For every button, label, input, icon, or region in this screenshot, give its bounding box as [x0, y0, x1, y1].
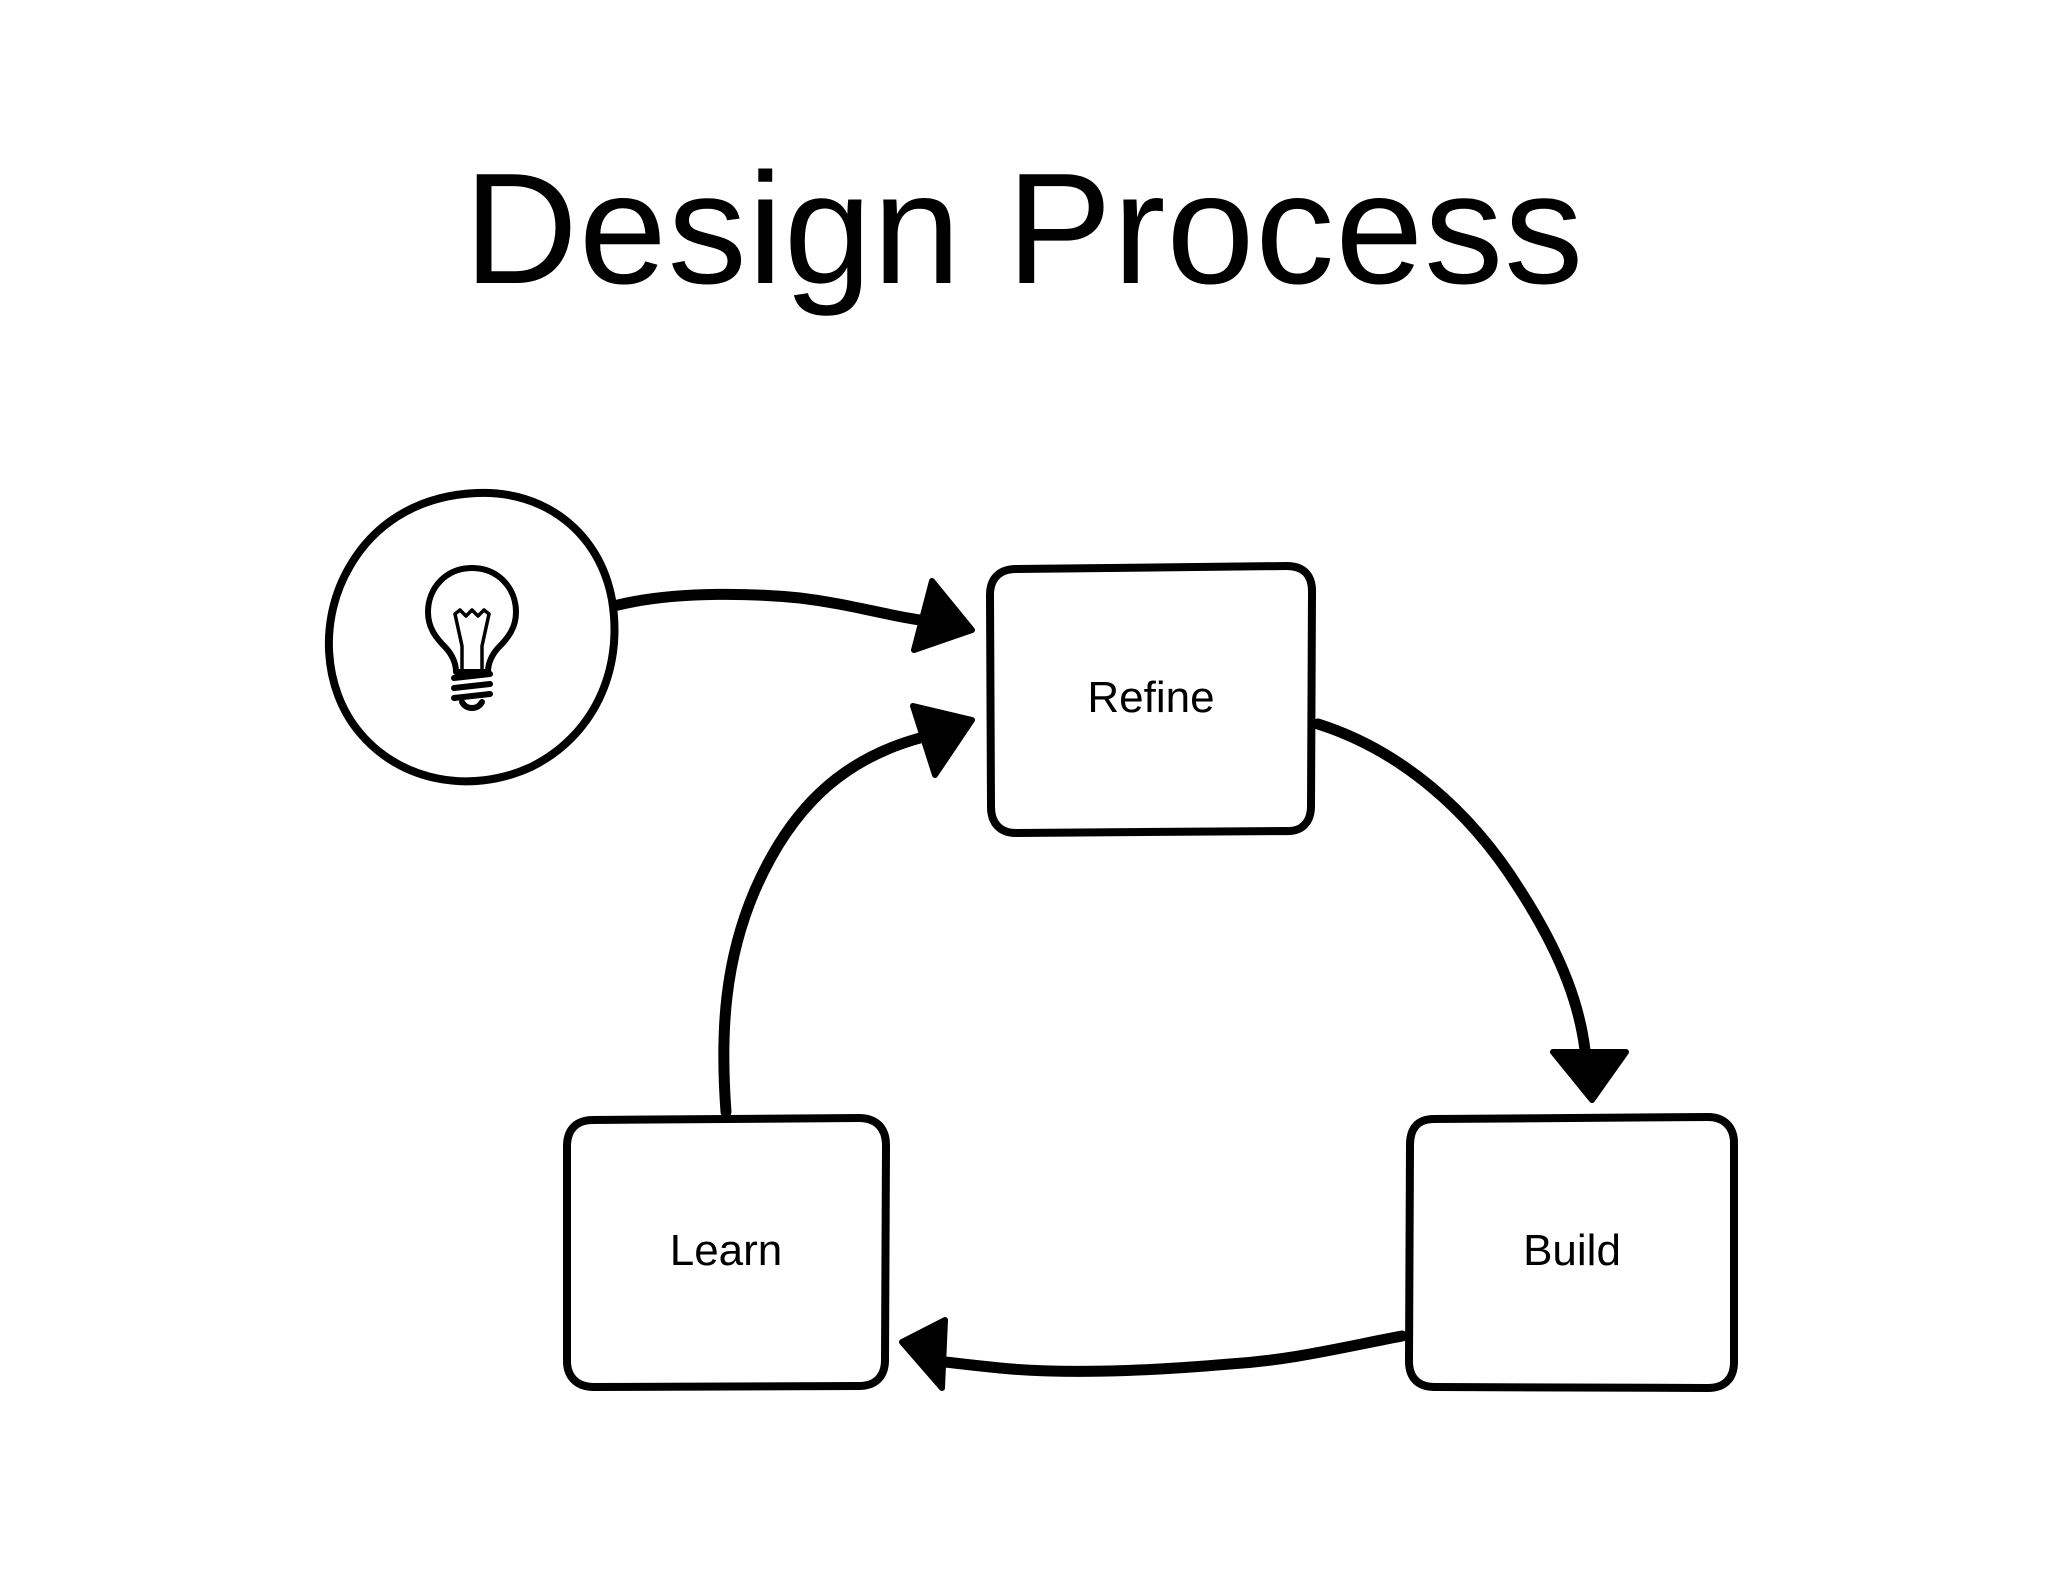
- arrow-build-to-learn: [899, 1317, 1408, 1391]
- learn-node: Learn: [563, 1114, 890, 1391]
- learn-box: [563, 1114, 890, 1391]
- build-box: [1405, 1113, 1738, 1392]
- page-title: Design Process: [463, 141, 1585, 317]
- build-node: Build: [1405, 1113, 1738, 1392]
- arrow-learn-to-refine: [718, 703, 975, 1118]
- refine-label: Refine: [1087, 673, 1214, 722]
- build-label: Build: [1523, 1226, 1621, 1275]
- refine-box: [986, 562, 1316, 837]
- learn-label: Learn: [670, 1226, 783, 1275]
- arrow-idea-to-refine: [612, 578, 975, 653]
- refine-node: Refine: [986, 562, 1316, 837]
- idea-circle: [324, 488, 619, 786]
- lightbulb-icon: [425, 565, 519, 711]
- arrow-refine-to-build: [1312, 718, 1629, 1103]
- idea-node: [324, 488, 619, 786]
